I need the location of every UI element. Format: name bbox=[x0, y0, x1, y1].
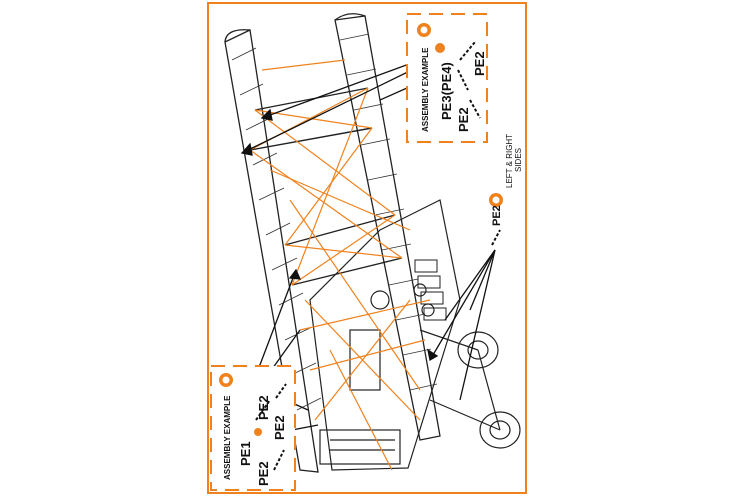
top-part-c: PE2 bbox=[472, 51, 487, 76]
side-text-line1: LEFT & RIGHT bbox=[505, 134, 514, 188]
top-caption: ASSEMBLY EXAMPLE bbox=[421, 47, 430, 132]
instruction-frame bbox=[207, 2, 527, 494]
bottom-callout-box: ASSEMBLY EXAMPLE PE1 PE2 PE2 PE2 bbox=[210, 365, 296, 491]
engine bbox=[414, 259, 447, 321]
wire-chain-icon bbox=[435, 41, 481, 119]
side-text-line2: SIDES bbox=[514, 148, 523, 172]
bottom-part-c: PE2 bbox=[256, 395, 271, 420]
upper-wing bbox=[224, 29, 319, 473]
landing-gear bbox=[419, 329, 521, 449]
bottom-wire-chain-icon bbox=[254, 383, 287, 471]
top-part-b: PE2 bbox=[456, 107, 471, 132]
side-note: PE2 LEFT & RIGHT SIDES bbox=[489, 134, 523, 246]
leader-lines bbox=[240, 59, 496, 431]
side-marker-icon bbox=[489, 193, 503, 207]
fuselage bbox=[309, 199, 461, 471]
side-wire-chain-icon bbox=[491, 229, 501, 246]
assembly-marker-icon bbox=[417, 23, 431, 37]
bottom-part-b: PE2 bbox=[256, 461, 271, 486]
top-part-a: PE3(PE4) bbox=[439, 62, 454, 120]
rigging-wires bbox=[249, 59, 431, 471]
side-part: PE2 bbox=[491, 205, 503, 226]
bottom-part-d: PE2 bbox=[272, 415, 287, 440]
lower-wing bbox=[334, 13, 441, 441]
bottom-part-a: PE1 bbox=[238, 441, 253, 466]
top-callout-box: ASSEMBLY EXAMPLE PE3(PE4) PE2 PE2 bbox=[406, 13, 488, 143]
bottom-assembly-marker-icon bbox=[219, 373, 233, 387]
bottom-caption: ASSEMBLY EXAMPLE bbox=[223, 395, 232, 480]
